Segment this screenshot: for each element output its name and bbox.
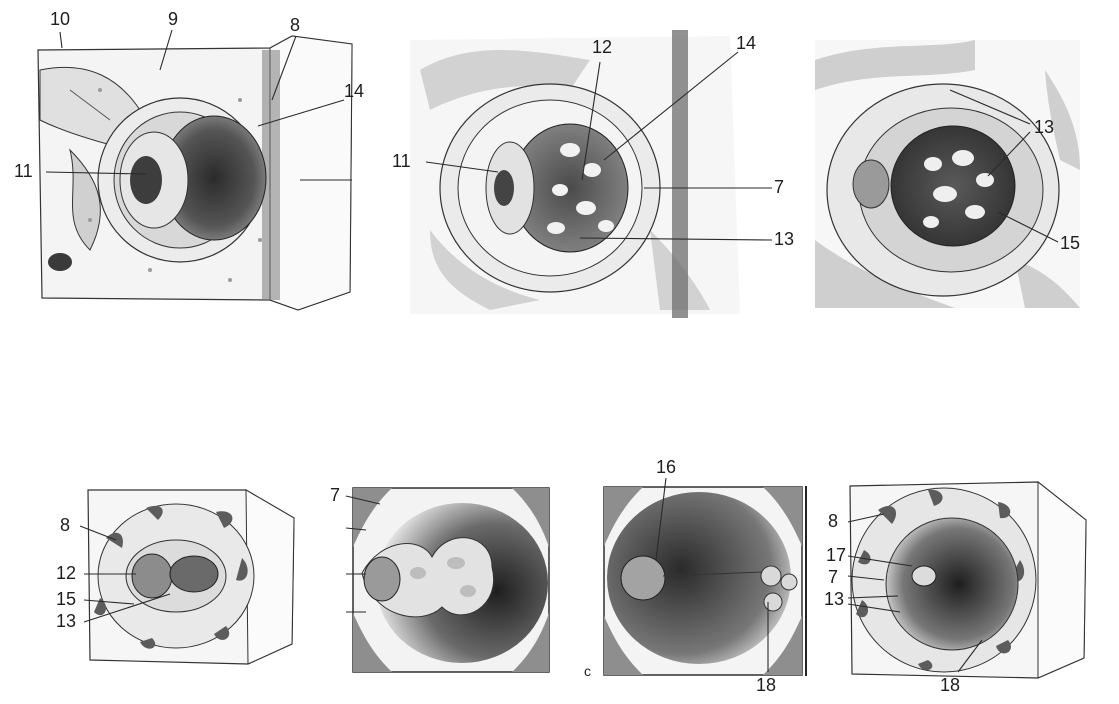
label-12-b: 12 — [592, 38, 612, 56]
label-14-a: 14 — [344, 82, 364, 100]
panel-e-tissue-block — [352, 487, 550, 673]
label-14-b: 14 — [736, 34, 756, 52]
panel-d-tissue-block — [86, 488, 296, 664]
label-13-d: 13 — [56, 612, 76, 630]
label-17: 17 — [826, 546, 846, 564]
label-7-e: 7 — [330, 486, 340, 504]
panel-f-tissue-block — [603, 486, 807, 676]
label-15-d: 15 — [56, 590, 76, 608]
panel-a-tissue-block — [30, 30, 360, 320]
label-11-b: 11 — [392, 152, 411, 170]
panel-g-tissue-block — [848, 480, 1088, 680]
label-8-g: 8 — [828, 512, 838, 530]
label-10: 10 — [50, 10, 70, 28]
label-panel-c: c — [584, 662, 591, 680]
label-13-c: 13 — [1034, 118, 1054, 136]
label-16: 16 — [656, 458, 676, 476]
label-11-a: 11 — [14, 162, 33, 180]
label-9: 9 — [168, 10, 178, 28]
label-13-b: 13 — [774, 230, 794, 248]
panel-b-tissue-block — [410, 30, 750, 320]
label-12-d: 12 — [56, 564, 76, 582]
label-13-g: 13 — [824, 590, 844, 608]
label-18-g: 18 — [940, 676, 960, 694]
label-7-b: 7 — [774, 178, 784, 196]
label-8-a: 8 — [290, 16, 300, 34]
label-7-g: 7 — [828, 568, 838, 586]
label-15-c: 15 — [1060, 234, 1080, 252]
label-8-d: 8 — [60, 516, 70, 534]
label-18-f: 18 — [756, 676, 776, 694]
panel-c-tissue-block — [815, 40, 1080, 308]
